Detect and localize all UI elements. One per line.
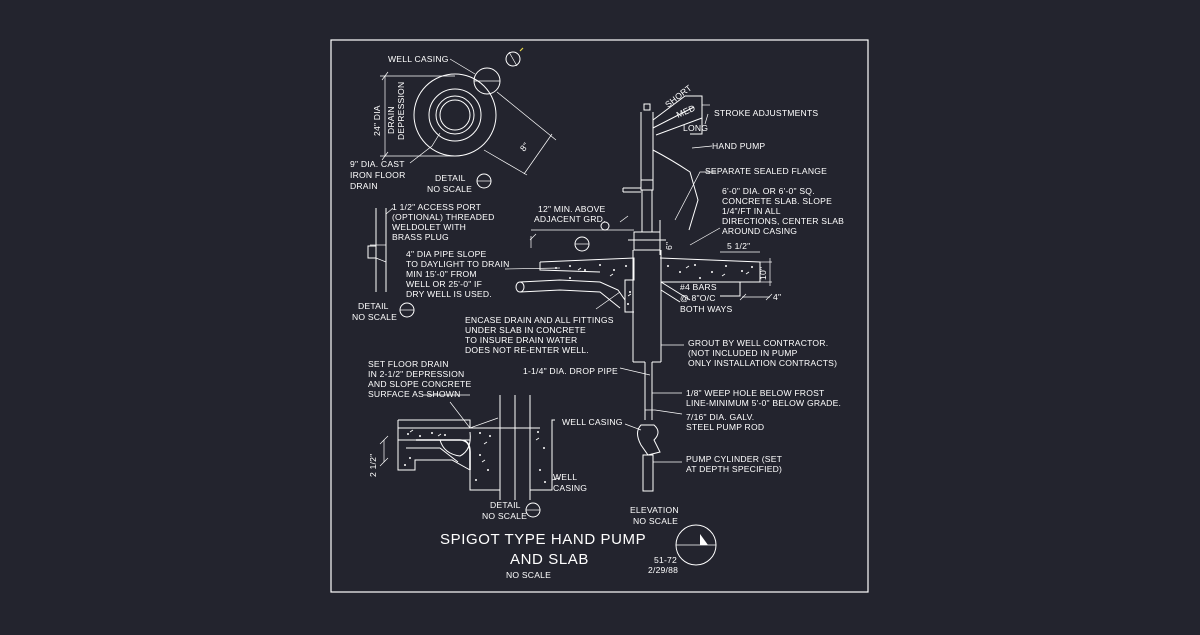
elev-slab-line5: AROUND CASING (722, 226, 797, 236)
elev-slab-line2: CONCRETE SLAB. SLOPE (722, 196, 832, 206)
plan-floor-drain-line1: 9" DIA. CAST (350, 159, 405, 169)
plan-detail: WELL CASING 24" DIA DRAIN DEPRESSION 8" … (350, 47, 557, 194)
floor-drain-detail: SET FLOOR DRAIN IN 2-1/2" DEPRESSION AND… (368, 359, 587, 521)
elev-hand-pump-label: HAND PUMP (712, 141, 765, 151)
drain-note-line2: IN 2-1/2" DEPRESSION (368, 369, 464, 379)
access-line2: (OPTIONAL) THREADED (392, 212, 494, 222)
plan-depression-label: DEPRESSION (396, 82, 406, 140)
elev-stroke-adjustments-label: STROKE ADJUSTMENTS (714, 108, 818, 118)
drain-detail-label: DETAIL (490, 500, 521, 510)
access-line3: WELDOLET WITH (392, 222, 466, 232)
access-port-detail: 1 1/2" ACCESS PORT (OPTIONAL) THREADED W… (352, 202, 494, 322)
elev-long-label: LONG (683, 123, 708, 133)
elev-encase-line4: DOES NOT RE-ENTER WELL. (465, 345, 589, 355)
plan-drain-label: DRAIN (386, 106, 396, 134)
access-line1: 1 1/2" ACCESS PORT (392, 202, 482, 212)
drain-well-label: WELL (553, 472, 577, 482)
elev-bars-line2: @ 8"O/C (680, 293, 716, 303)
elev-weep-line2: LINE-MINIMUM 5'-0" BELOW GRADE. (686, 398, 841, 408)
plan-floor-drain-line3: DRAIN (350, 181, 378, 191)
drawing-title-no-scale: NO SCALE (506, 570, 551, 580)
elev-encase-line1: ENCASE DRAIN AND ALL FITTINGS (465, 315, 614, 325)
elev-10in-label: 10" (758, 267, 768, 280)
drawing-title-line2: AND SLAB (510, 551, 589, 568)
elev-cylinder-line2: AT DEPTH SPECIFIED) (686, 464, 782, 474)
plan-well-casing-label: WELL CASING (388, 54, 449, 64)
elev-rod-line1: 7/16" DIA. GALV. (686, 412, 754, 422)
drain-casing-label: CASING (553, 483, 587, 493)
elev-encase-line2: UNDER SLAB IN CONCRETE (465, 325, 586, 335)
elev-min12-line1: 12" MIN. ABOVE (538, 204, 606, 214)
drawing-title-line1: SPIGOT TYPE HAND PUMP (440, 531, 646, 548)
sheet-date: 2/29/88 (648, 565, 678, 575)
elev-slab-line3: 1/4"/FT IN ALL (722, 206, 781, 216)
plan-8in-label: 8" (518, 141, 531, 154)
plan-floor-drain-line2: IRON FLOOR (350, 170, 405, 180)
drain-note-line1: SET FLOOR DRAIN (368, 359, 449, 369)
elev-grout-line2: (NOT INCLUDED IN PUMP (688, 348, 798, 358)
elev-pipe-line2: TO DAYLIGHT TO DRAIN (406, 259, 510, 269)
elev-5-5in-label: 5 1/2" (727, 241, 750, 251)
drain-note-line4: SURFACE AS SHOWN (368, 389, 461, 399)
elev-pipe-line3: MIN 15'-0" FROM (406, 269, 477, 279)
elevation-drawing: SHORT MED LONG STROKE ADJUSTMENTS HAND P… (406, 82, 844, 566)
elev-rod-line2: STEEL PUMP ROD (686, 422, 764, 432)
elev-grout-line3: ONLY INSTALLATION CONTRACTS) (688, 358, 837, 368)
elev-slab-line4: DIRECTIONS, CENTER SLAB (722, 216, 844, 226)
drain-no-scale-label: NO SCALE (482, 511, 527, 521)
drain-dim-label: 2 1/2" (368, 454, 378, 477)
elev-bars-line1: #4 BARS (680, 282, 717, 292)
sheet-border (330, 39, 869, 593)
access-line4: BRASS PLUG (392, 232, 449, 242)
sheet-number: 51-72 (654, 555, 677, 565)
elev-cylinder-line1: PUMP CYLINDER (SET (686, 454, 783, 464)
elev-drop-pipe-label: 1-1/4" DIA. DROP PIPE (523, 366, 618, 376)
accent-tick (519, 47, 524, 52)
elev-sealed-flange-label: SEPARATE SEALED FLANGE (705, 166, 827, 176)
elev-slab-line1: 6'-0" DIA. OR 6'-0" SQ. (722, 186, 815, 196)
elev-grout-line1: GROUT BY WELL CONTRACTOR. (688, 338, 828, 348)
access-detail-label: DETAIL (358, 301, 389, 311)
elev-encase-line3: TO INSURE DRAIN WATER (465, 335, 577, 345)
elev-pipe-line5: DRY WELL IS USED. (406, 289, 492, 299)
plan-24dia-label: 24" DIA (372, 105, 382, 136)
elev-med-label: MED (675, 103, 697, 120)
plan-detail-label: DETAIL (435, 173, 466, 183)
access-no-scale-label: NO SCALE (352, 312, 397, 322)
elev-pipe-line4: WELL OR 25'-0" IF (406, 279, 482, 289)
elev-4in-label: 4" (773, 292, 781, 302)
title-block: SPIGOT TYPE HAND PUMP AND SLAB NO SCALE … (440, 531, 678, 580)
elev-weep-line1: 1/8" WEEP HOLE BELOW FROST (686, 388, 825, 398)
elevation-no-scale-label: NO SCALE (633, 516, 678, 526)
elev-pipe-line1: 4" DIA PIPE SLOPE (406, 249, 487, 259)
drain-note-line3: AND SLOPE CONCRETE (368, 379, 471, 389)
plan-no-scale-label: NO SCALE (427, 184, 472, 194)
elevation-label: ELEVATION (630, 505, 679, 515)
elev-6in-label: 6" (664, 242, 674, 250)
elev-well-casing-label: WELL CASING (562, 417, 623, 427)
elev-min12-line2: ADJACENT GRD. (534, 214, 606, 224)
elev-bars-line3: BOTH WAYS (680, 304, 732, 314)
